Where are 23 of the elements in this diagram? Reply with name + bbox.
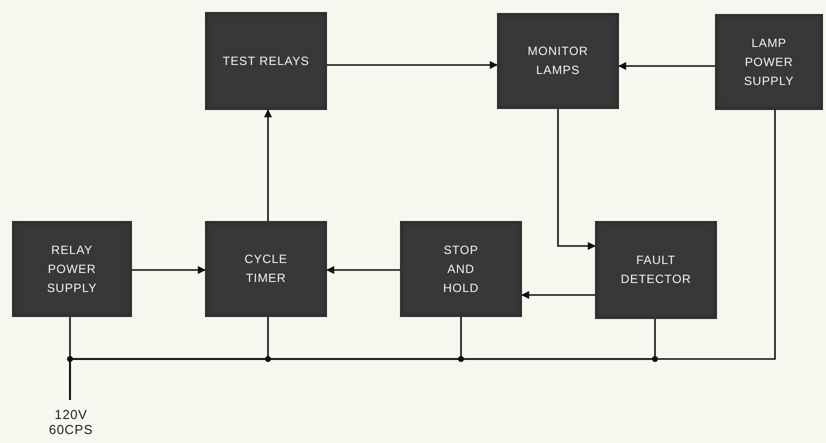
box-label: STOP AND HOLD [442,242,480,296]
box-label: MONITOR LAMPS [526,43,590,79]
box-label: FAULT DETECTOR [620,252,692,288]
arrow [521,291,595,299]
box-label: TEST RELAYS [222,52,310,70]
box-label: LAMP POWER SUPPLY [742,34,796,90]
process-box [715,14,823,110]
process-box [595,221,717,319]
process-box [205,12,327,110]
arrow [326,266,400,274]
supply-label: 120V 60CPS [48,407,94,437]
process-box [400,221,522,317]
box-label: RELAY POWER SUPPLY [46,242,98,296]
arrow [557,109,596,250]
box-label: CYCLE TIMER [243,251,288,287]
arrow [132,266,206,274]
arrow [264,109,272,221]
process-box [205,221,327,317]
process-box [12,221,132,317]
arrow [618,62,715,70]
process-box [497,13,619,109]
power-line [69,110,776,400]
arrow [327,61,498,69]
